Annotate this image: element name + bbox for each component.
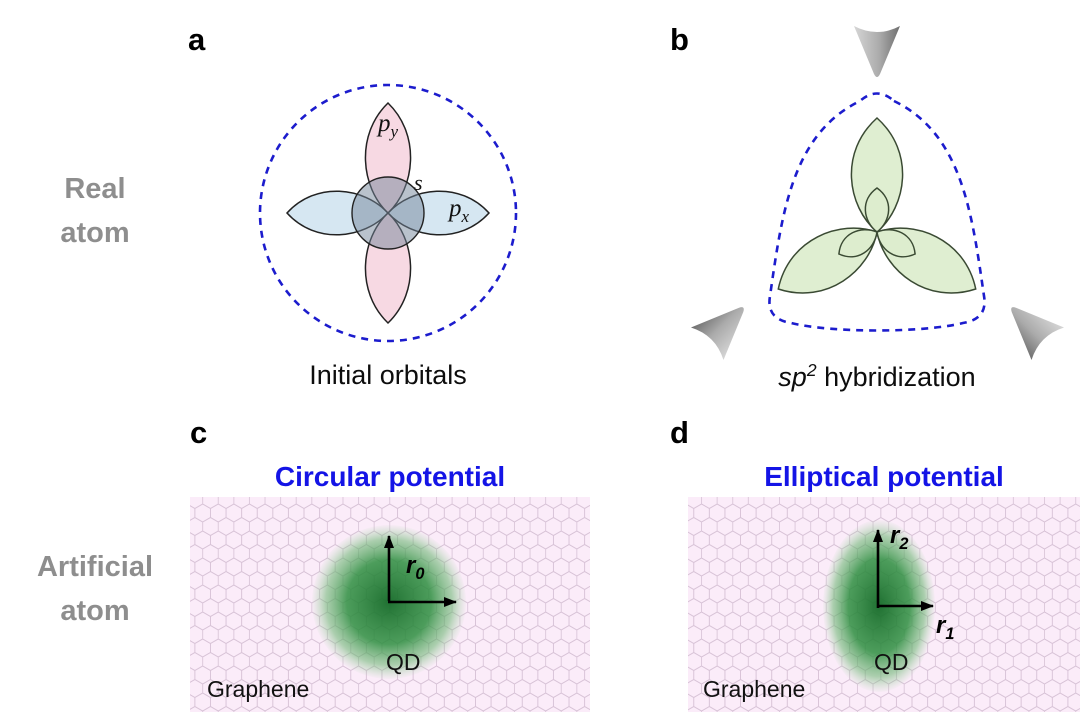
title-circular-potential: Circular potential bbox=[274, 461, 506, 492]
stm-tip-top bbox=[854, 26, 900, 77]
sp2-orbitals bbox=[764, 117, 990, 312]
orbital-label-px: px bbox=[449, 195, 469, 227]
side-label-artificial-atom: Artificial atom bbox=[36, 551, 154, 627]
qd-label-c: QD bbox=[386, 649, 421, 675]
confinement-triangle-dashed bbox=[768, 92, 986, 332]
radius-label-r0: r0 bbox=[406, 552, 424, 584]
stm-tip-bottom-left bbox=[690, 291, 760, 361]
radius-label-r0-base: r bbox=[406, 552, 416, 579]
caption-sp2-sup: 2 bbox=[806, 360, 817, 380]
radius-label-r1-base: r bbox=[936, 612, 946, 639]
panel-d-art bbox=[688, 497, 1080, 712]
orbital-label-py-sub: y bbox=[390, 122, 399, 141]
qd-label-d: QD bbox=[874, 649, 909, 675]
radius-label-r2: r2 bbox=[890, 522, 908, 554]
panel-letter-a: a bbox=[188, 22, 206, 57]
graphene-label-d: Graphene bbox=[703, 676, 806, 702]
radius-label-r2-base: r bbox=[890, 522, 900, 549]
radius-label-r2-sub: 2 bbox=[899, 534, 909, 553]
title-elliptical-potential: Elliptical potential bbox=[764, 461, 1004, 492]
panel-a-art bbox=[258, 83, 518, 343]
orbital-label-py: py bbox=[378, 110, 398, 142]
confinement-circle-dashed bbox=[258, 83, 518, 343]
orbital-label-px-base: p bbox=[449, 195, 462, 222]
orbital-label-px-sub: x bbox=[461, 207, 470, 226]
panel-letter-d: d bbox=[670, 415, 689, 450]
panel-letter-b: b bbox=[670, 22, 689, 57]
caption-sp2-hybridization: sp2 hybridization bbox=[657, 360, 1080, 393]
radius-label-r1-sub: 1 bbox=[945, 624, 955, 643]
caption-sp2-italic: sp bbox=[778, 362, 807, 392]
graphene-label-c: Graphene bbox=[207, 676, 310, 702]
side-label-real-atom: Real atom bbox=[60, 173, 130, 249]
radius-label-r0-sub: 0 bbox=[415, 564, 425, 583]
orbital-label-s: s bbox=[414, 170, 423, 195]
panel-c-art bbox=[190, 497, 590, 712]
stm-tip-bottom-right bbox=[995, 291, 1065, 361]
caption-initial-orbitals: Initial orbitals bbox=[309, 360, 467, 390]
panel-letter-c: c bbox=[190, 415, 208, 450]
panel-b-art bbox=[690, 26, 1065, 361]
orbital-label-py-base: p bbox=[377, 110, 391, 137]
caption-sp2-rest: hybridization bbox=[816, 362, 976, 392]
radius-label-r1: r1 bbox=[936, 612, 954, 644]
orbital-s bbox=[351, 176, 425, 250]
